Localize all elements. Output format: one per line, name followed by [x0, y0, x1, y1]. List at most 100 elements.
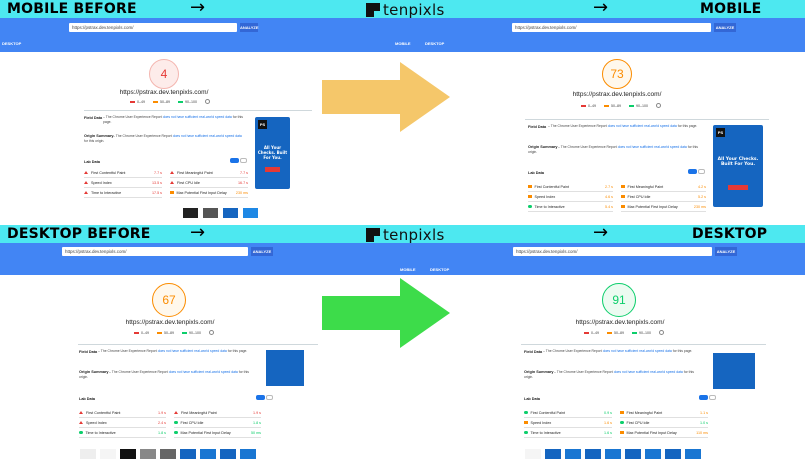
- field-data-link[interactable]: does not have sufficient real-world spee…: [607, 124, 677, 128]
- origin-summary-text: – The Chrome User Experience Report does…: [84, 134, 242, 143]
- tab-mobile[interactable]: MOBILE: [400, 267, 416, 272]
- origin-summary-link[interactable]: does not have sufficient real-world spee…: [613, 370, 683, 374]
- average-icon: [528, 194, 532, 199]
- legend-pass: 90–100: [629, 104, 648, 108]
- desktop-before-panel: https://pstrax.dev.tenpixls.com/ ANALYZE…: [0, 243, 403, 464]
- filmstrip: [80, 449, 256, 459]
- improvement-arrow-icon: [322, 62, 450, 132]
- ad-button: [265, 167, 280, 172]
- filmstrip: [183, 208, 258, 218]
- url-input[interactable]: https://pstrax.dev.tenpixls.com/: [69, 23, 237, 32]
- field-data-link[interactable]: does not have sufficient real-world spee…: [157, 349, 227, 353]
- filmstrip-frame: [565, 449, 581, 459]
- average-icon: [620, 430, 624, 435]
- tab-desktop[interactable]: DESKTOP: [2, 41, 22, 46]
- info-icon[interactable]: [205, 99, 210, 104]
- analyze-button[interactable]: ANALYZE: [251, 247, 273, 256]
- field-data-label: Field Data: [524, 350, 543, 354]
- mobile-before-label: MOBILE BEFORE: [7, 1, 137, 17]
- page-url: https://pstrax.dev.tenpixls.com/: [575, 319, 665, 326]
- info-icon[interactable]: [209, 330, 214, 335]
- analyze-button[interactable]: ANALYZE: [714, 23, 736, 32]
- ps-logo: PS: [716, 128, 725, 137]
- pass-icon: [524, 410, 528, 415]
- field-data-label: Field Data: [528, 125, 547, 129]
- legend-average: 50–89: [153, 100, 170, 104]
- view-toggle-on[interactable]: [256, 395, 265, 400]
- tab-desktop[interactable]: DESKTOP: [430, 267, 450, 272]
- filmstrip-frame: [80, 449, 96, 459]
- fail-icon: [84, 191, 88, 194]
- legend-average: 50–89: [157, 331, 174, 335]
- filmstrip-frame: [140, 449, 156, 459]
- origin-summary-link[interactable]: does not have sufficient real-world spee…: [168, 370, 238, 374]
- average-icon: [621, 184, 625, 189]
- view-toggle-off[interactable]: [709, 395, 716, 400]
- fail-icon: [79, 411, 83, 414]
- view-toggle-on[interactable]: [230, 158, 239, 163]
- legend-average: 50–89: [604, 104, 621, 108]
- field-data-text: – The Chrome User Experience Report does…: [543, 349, 693, 353]
- field-data-label: Field Data: [84, 116, 103, 120]
- pass-icon: [174, 430, 178, 435]
- filmstrip: [525, 449, 701, 459]
- desktop-before-label: DESKTOP BEFORE: [7, 226, 151, 242]
- origin-summary-label: Origin Summary: [528, 145, 558, 149]
- info-icon[interactable]: [656, 103, 661, 108]
- tab-mobile[interactable]: MOBILE: [395, 41, 411, 46]
- filmstrip-frame: [180, 449, 196, 459]
- origin-summary-text: – The Chrome User Experience Report does…: [528, 145, 698, 154]
- tab-desktop[interactable]: DESKTOP: [425, 41, 445, 46]
- view-toggle-off[interactable]: [240, 158, 247, 163]
- improvement-arrow-icon: [322, 278, 450, 348]
- page-url: https://pstrax.dev.tenpixls.com/: [119, 89, 209, 96]
- ad-screenshot: [266, 350, 304, 386]
- origin-summary-link[interactable]: does not have sufficient real-world spee…: [617, 145, 687, 149]
- filmstrip-frame: [645, 449, 661, 459]
- legend-pass: 90–100: [178, 100, 197, 104]
- middle-header-bar: [0, 225, 805, 243]
- score-value: 73: [610, 67, 624, 81]
- url-input[interactable]: https://pstrax.dev.tenpixls.com/: [513, 247, 712, 256]
- analyze-button[interactable]: ANALYZE: [715, 247, 737, 256]
- origin-summary-label: Origin Summary: [524, 370, 554, 374]
- divider: [525, 119, 769, 120]
- url-input[interactable]: https://pstrax.dev.tenpixls.com/: [62, 247, 248, 256]
- view-toggle-on[interactable]: [699, 395, 708, 400]
- fail-icon: [174, 411, 178, 414]
- fail-icon: [84, 171, 88, 174]
- view-toggle-on[interactable]: [688, 169, 697, 174]
- filmstrip-frame: [240, 449, 256, 459]
- ps-logo: PS: [258, 120, 267, 129]
- analyze-button[interactable]: ANALYZE: [240, 23, 259, 32]
- ad-title: All Your Checks. Built For You.: [717, 157, 759, 167]
- view-toggle-off[interactable]: [698, 169, 705, 174]
- ad-screenshot: PS All Your Checks. Built For You.: [255, 117, 290, 189]
- filmstrip-frame: [243, 208, 258, 218]
- filmstrip-frame: [160, 449, 176, 459]
- origin-summary-link[interactable]: does not have sufficient real-world spee…: [172, 134, 242, 138]
- filmstrip-frame: [120, 449, 136, 459]
- field-data-link[interactable]: does not have sufficient real-world spee…: [602, 349, 672, 353]
- info-icon[interactable]: [659, 330, 664, 335]
- score-legend: 0–49 50–89 90–100: [584, 330, 664, 335]
- legend-fail: 0–49: [130, 100, 145, 104]
- arrow-icon: →: [190, 0, 206, 18]
- field-data-link[interactable]: does not have sufficient real-world spee…: [162, 115, 232, 119]
- view-toggle-off[interactable]: [266, 395, 273, 400]
- url-input[interactable]: https://pstrax.dev.tenpixls.com/: [512, 23, 711, 32]
